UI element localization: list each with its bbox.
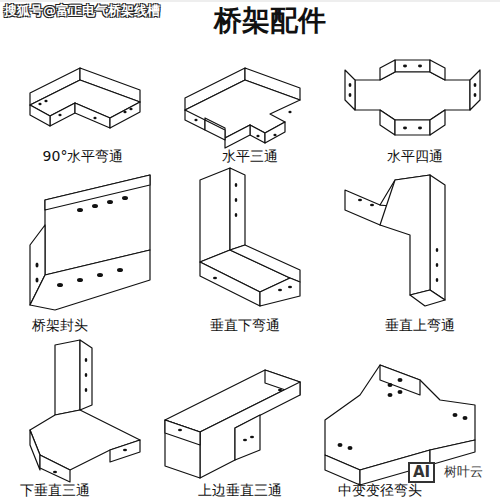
part-caption: 垂直下弯通 [210, 318, 280, 333]
edge-line [0, 1, 500, 2]
cross-fitting [345, 60, 480, 135]
vertical-up-elbow [345, 175, 445, 306]
end-cap [30, 175, 150, 310]
part-caption: 垂直上弯通 [385, 318, 455, 333]
part-caption: 上边垂直三通 [198, 483, 282, 498]
upper-vertical-tee [165, 370, 300, 478]
part-caption: 中变变径弯头 [338, 483, 422, 498]
lower-vertical-tee [30, 340, 140, 482]
watermark: 搜狐号@富正电气桥架线槽 [4, 4, 160, 18]
elbow-fitting [30, 68, 140, 128]
tee-fitting [185, 68, 300, 148]
part-caption: 下垂直三通 [20, 483, 90, 498]
watermark: 树叶云 [442, 465, 485, 479]
page-title: 桥架配件 [214, 6, 326, 37]
part-caption: 水平四通 [387, 149, 443, 164]
vertical-down-elbow [200, 168, 300, 306]
part-caption: 水平三通 [222, 149, 278, 164]
part-caption: 桥架封头 [32, 318, 88, 333]
part-caption: 90°水平弯通 [43, 149, 124, 164]
logo-mark: AI [408, 462, 435, 483]
